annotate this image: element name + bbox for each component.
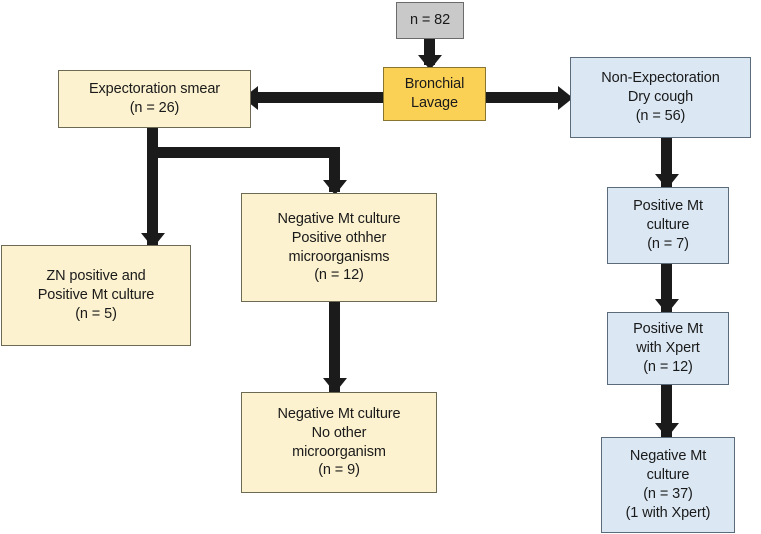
node-non-expectoration-line-2: Dry cough bbox=[627, 89, 694, 106]
node-neg-mt-pos-other-line-2: Positive othher bbox=[291, 229, 387, 246]
node-negative-mt-culture-line-2: culture bbox=[646, 467, 690, 484]
node-positive-mt-culture-line-1: Positive Mt bbox=[633, 198, 703, 215]
node-zn-positive: ZN positive and Positive Mt culture (n =… bbox=[1, 245, 191, 346]
node-bronchial-lavage-line-2: Lavage bbox=[411, 95, 458, 111]
node-positive-mt-culture-line-2: culture bbox=[646, 217, 690, 234]
node-neg-mt-no-other: Negative Mt culture No other microorgani… bbox=[241, 392, 437, 493]
node-non-expectoration: Non-Expectoration Dry cough (n = 56) bbox=[570, 57, 751, 138]
edge-smear-to-negmt-arrowhead bbox=[322, 180, 347, 195]
node-neg-mt-pos-other: Negative Mt culture Positive othher micr… bbox=[241, 193, 437, 302]
node-expectoration-smear-line-2: (n = 26) bbox=[129, 100, 180, 116]
node-zn-positive-line-2: Positive Mt culture bbox=[37, 287, 155, 304]
node-neg-mt-no-other-line-2: No other bbox=[311, 424, 367, 441]
edge-smear-branch-horizontal bbox=[147, 147, 340, 158]
node-neg-mt-no-other-line-3: microorganism bbox=[292, 443, 386, 460]
node-zn-positive-line-3: (n = 5) bbox=[75, 305, 117, 322]
edge-xpert-to-negmt-arrowhead bbox=[654, 423, 679, 438]
node-neg-mt-pos-other-line-1: Negative Mt culture bbox=[277, 210, 401, 227]
node-total-line-1: n = 82 bbox=[409, 12, 451, 29]
edge-negmt-to-noother-arrowhead bbox=[322, 378, 347, 393]
edge-lavage-to-nonexpect-stem bbox=[485, 92, 565, 103]
node-neg-mt-no-other-line-4: (n = 9) bbox=[318, 462, 360, 479]
node-positive-mt-xpert-line-3: (n = 12) bbox=[643, 358, 693, 375]
node-non-expectoration-line-1: Non-Expectoration bbox=[601, 70, 720, 87]
edge-xpert-to-negmt-stem bbox=[661, 385, 672, 437]
edge-smear-trunk-vertical bbox=[147, 128, 158, 245]
node-neg-mt-pos-other-line-4: (n = 12) bbox=[314, 267, 364, 284]
node-expectoration-smear: Expectoration smear (n = 26) bbox=[58, 70, 251, 128]
node-zn-positive-line-1: ZN positive and bbox=[46, 268, 146, 285]
edge-negmt-to-noother-stem bbox=[329, 302, 340, 392]
node-negative-mt-culture-line-4: (1 with Xpert) bbox=[625, 504, 711, 521]
edge-lavage-to-smear-stem bbox=[253, 92, 393, 103]
node-non-expectoration-line-3: (n = 56) bbox=[635, 107, 686, 124]
node-positive-mt-culture-line-3: (n = 7) bbox=[647, 235, 689, 252]
node-neg-mt-no-other-line-1: Negative Mt culture bbox=[277, 405, 401, 422]
node-positive-mt-xpert: Positive Mt with Xpert (n = 12) bbox=[607, 312, 729, 385]
edge-lavage-to-nonexpect-arrowhead bbox=[558, 85, 573, 110]
edge-total-to-lavage-arrowhead bbox=[417, 55, 442, 70]
node-bronchial-lavage: Bronchial Lavage bbox=[383, 67, 486, 121]
edge-nonexpect-to-posmt-arrowhead bbox=[654, 174, 679, 189]
edge-total-to-lavage-stem bbox=[424, 38, 435, 65]
edge-smear-to-zn-arrowhead bbox=[140, 233, 165, 248]
edge-nonexpect-to-posmt-stem bbox=[661, 137, 672, 187]
edge-posmt-to-xpert-stem bbox=[661, 264, 672, 312]
node-positive-mt-xpert-line-1: Positive Mt bbox=[633, 321, 703, 338]
node-negative-mt-culture-line-1: Negative Mt bbox=[629, 448, 707, 465]
node-bronchial-lavage-line-1: Bronchial bbox=[404, 76, 465, 93]
node-negative-mt-culture-line-3: (n = 37) bbox=[643, 486, 693, 502]
node-total: n = 82 bbox=[396, 2, 464, 39]
node-neg-mt-pos-other-line-3: microorganisms bbox=[288, 248, 390, 265]
edge-smear-branch-vertical bbox=[329, 147, 340, 192]
node-positive-mt-culture: Positive Mt culture (n = 7) bbox=[607, 187, 729, 264]
edge-posmt-to-xpert-arrowhead bbox=[654, 299, 679, 314]
node-expectoration-smear-line-1: Expectoration smear bbox=[88, 81, 221, 98]
node-positive-mt-xpert-line-2: with Xpert bbox=[636, 340, 700, 357]
node-negative-mt-culture: Negative Mt culture (n = 37) (1 with Xpe… bbox=[601, 437, 735, 533]
